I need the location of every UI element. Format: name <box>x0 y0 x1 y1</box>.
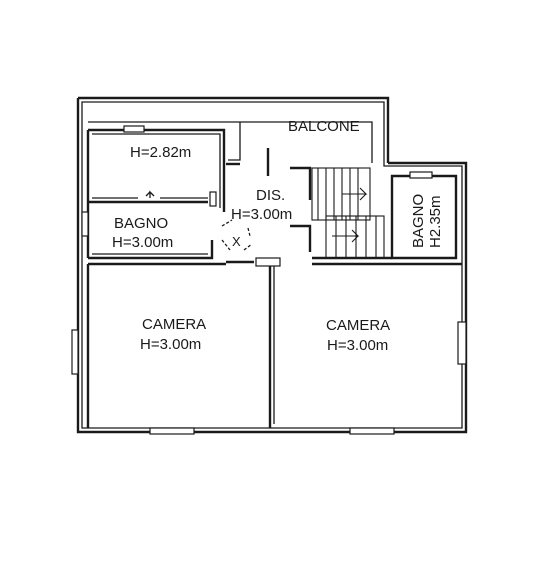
balcony-outline <box>88 121 373 163</box>
camera-left-height: H=3.00m <box>140 336 201 353</box>
bagno-right-label: BAGNO <box>410 194 427 248</box>
corridor-walls <box>221 148 312 267</box>
camera-right-label: CAMERA <box>326 317 390 334</box>
room-top-left-walls <box>86 125 226 258</box>
bagno-right-walls <box>390 171 458 260</box>
camera-left-label: CAMERA <box>142 316 206 333</box>
bagno-left-height: H=3.00m <box>112 234 173 251</box>
room-top-left-height: H=2.82m <box>130 144 191 161</box>
outer-walls <box>76 96 468 434</box>
bagno-left-walls <box>81 211 214 260</box>
bagno-right-height: H2.35m <box>427 195 444 248</box>
cross-mark: X <box>232 234 241 249</box>
balcone-label: BALCONE <box>288 118 360 135</box>
bagno-left-label: BAGNO <box>114 215 168 232</box>
dis-height: H=3.00m <box>231 206 292 223</box>
camera-walls <box>71 262 467 435</box>
dis-label: DIS. <box>256 187 285 204</box>
camera-right-height: H=3.00m <box>327 337 388 354</box>
staircase <box>311 167 392 260</box>
